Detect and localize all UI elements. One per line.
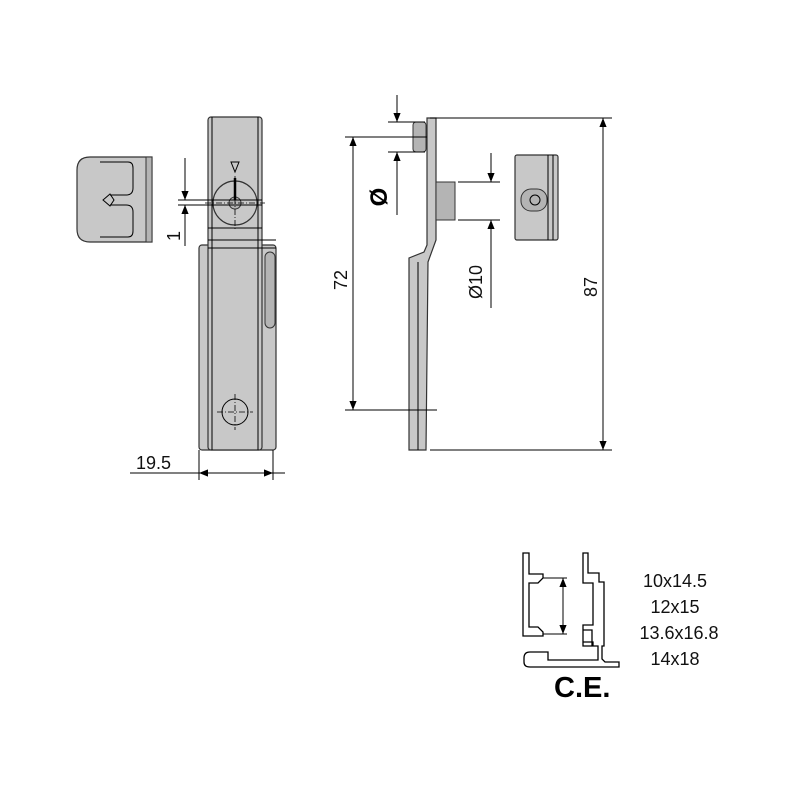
- profile-size-4: 14x18: [650, 649, 699, 669]
- front-view-part: [198, 116, 277, 451]
- width-label: 19.5: [136, 453, 171, 473]
- top-view-part: [514, 154, 559, 241]
- offset-label: 1: [164, 231, 184, 241]
- profile-size-1: 10x14.5: [643, 571, 707, 591]
- dimension-total-length: 87: [430, 117, 612, 451]
- profile-size-3: 13.6x16.8: [639, 623, 718, 643]
- hole-spacing-label: 72: [331, 270, 351, 290]
- dimension-offset: 1: [164, 158, 262, 246]
- dimension-hole-spacing: 72: [331, 136, 437, 411]
- side-view-part: [408, 117, 456, 451]
- profile-size-2: 12x15: [650, 597, 699, 617]
- dimension-width: 19.5: [130, 450, 285, 480]
- hole-symbol-label: Ø: [366, 188, 393, 207]
- profile-section: 10x14.5 12x15 13.6x16.8 14x18 C.E.: [522, 552, 719, 704]
- total-length-label: 87: [581, 277, 601, 297]
- dimension-hole: Ø: [366, 95, 425, 215]
- end-view-part: [76, 156, 153, 243]
- dimension-pin-diameter: Ø10: [458, 153, 500, 308]
- profile-label: C.E.: [554, 672, 610, 704]
- pin-diameter-label: Ø10: [466, 265, 486, 299]
